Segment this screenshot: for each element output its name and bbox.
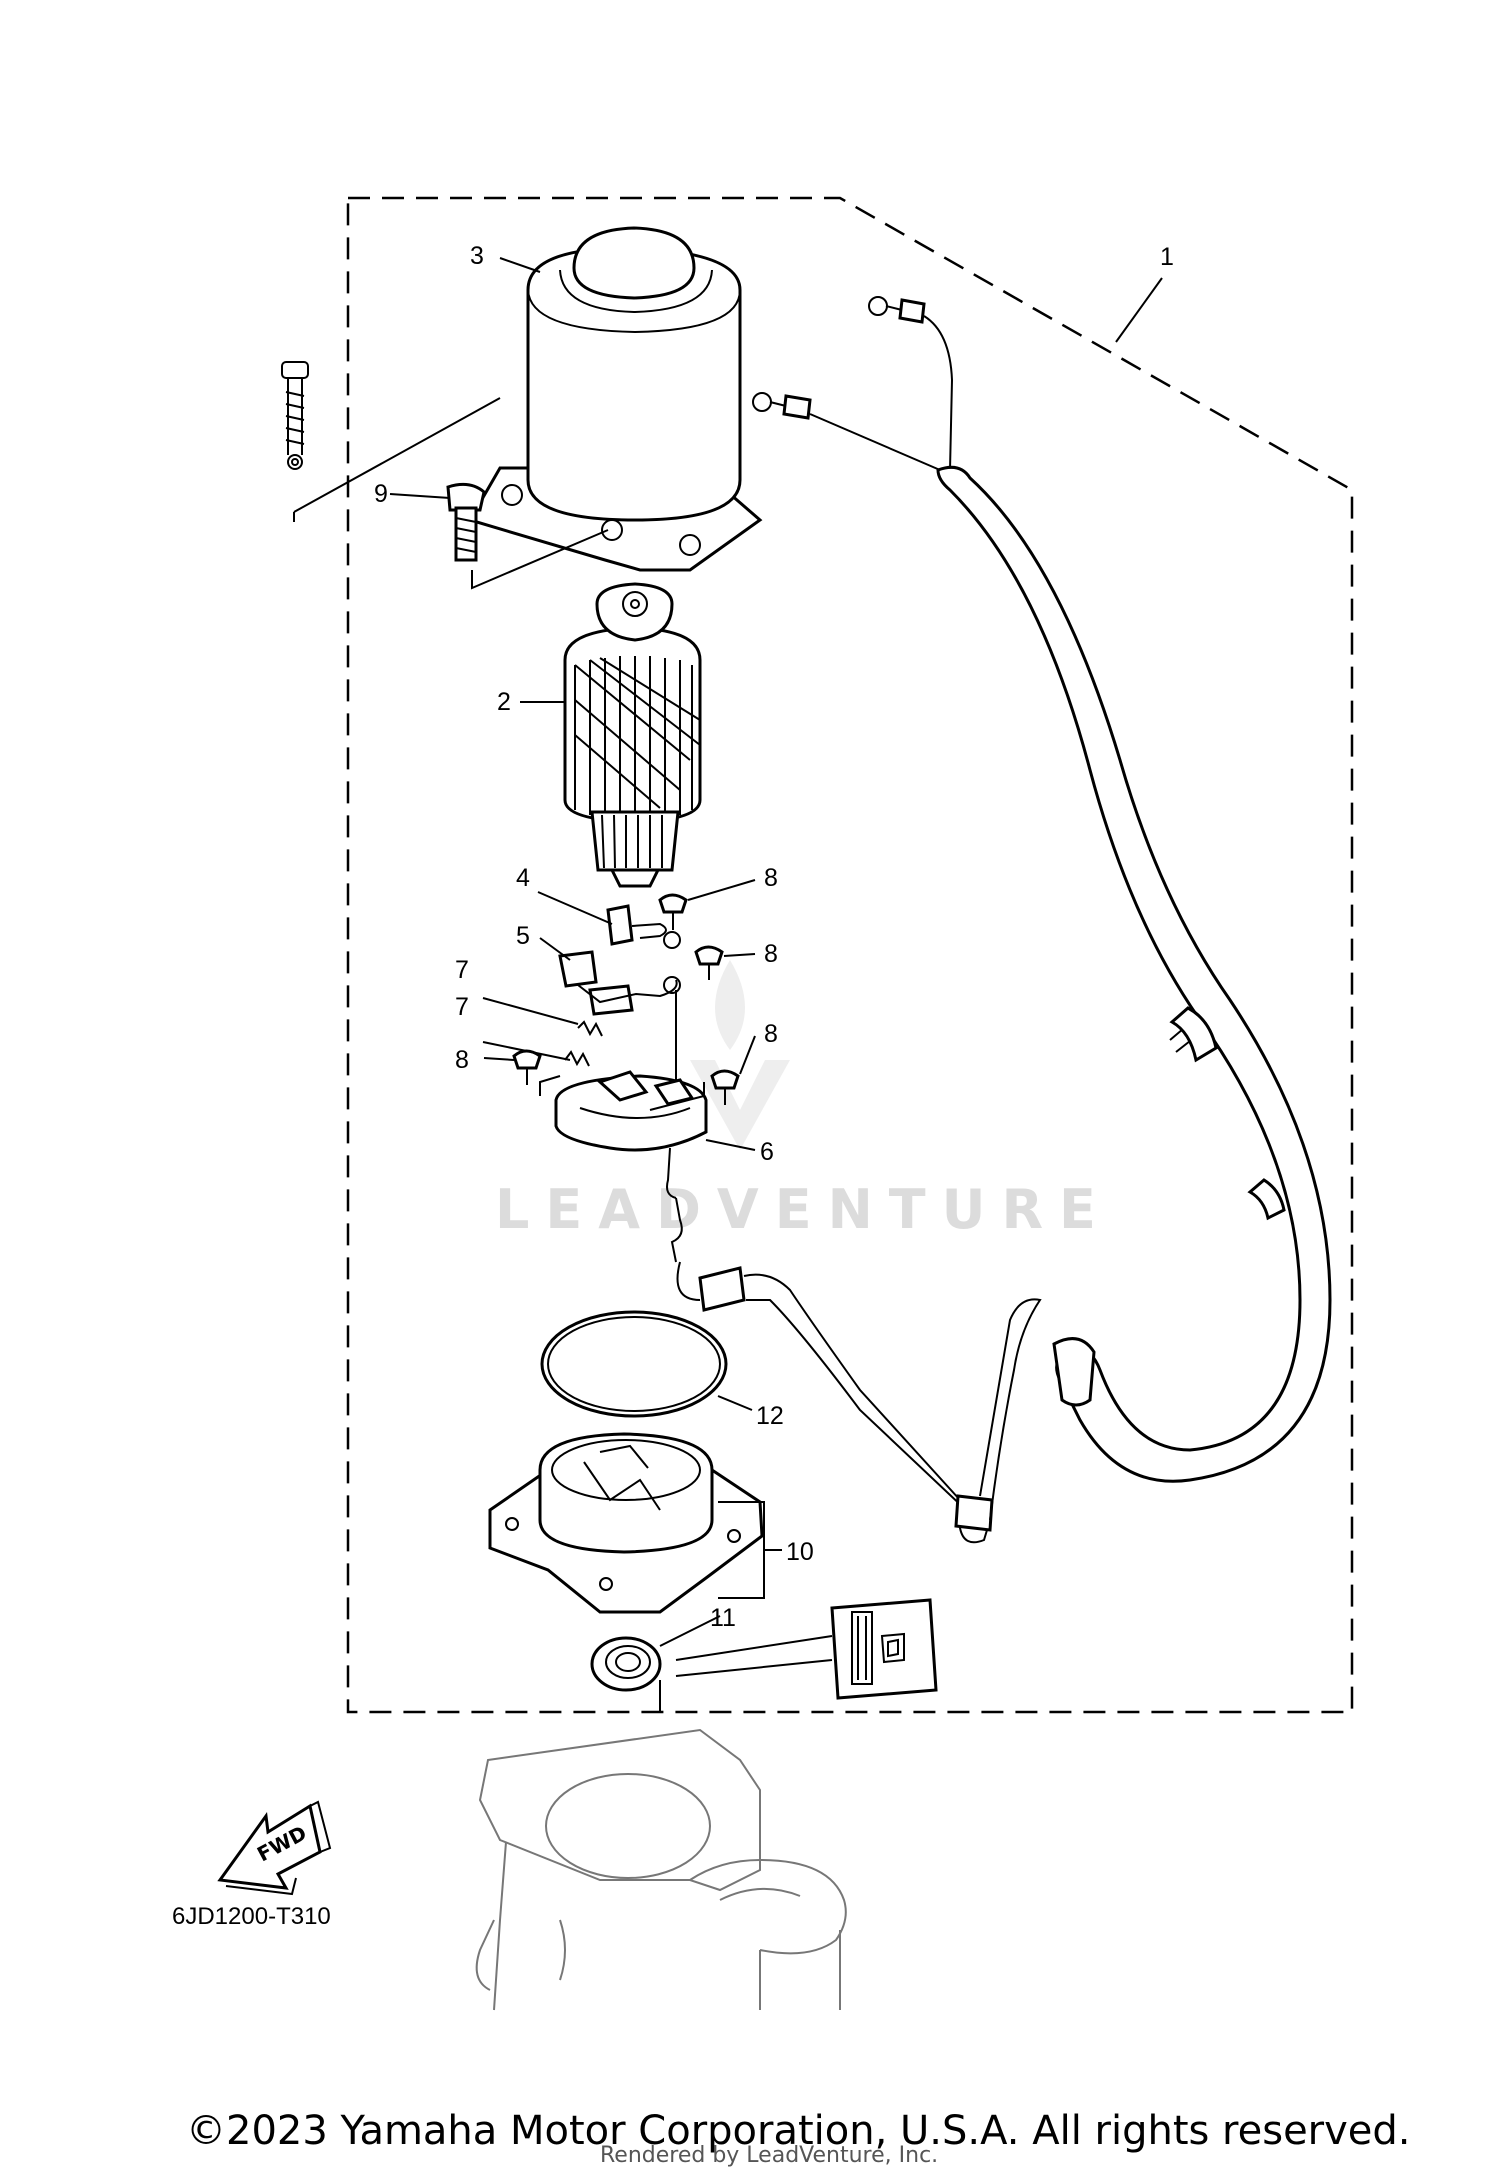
bolt [446, 482, 609, 590]
wiring-harness [676, 296, 1332, 1544]
bearing [590, 1636, 662, 1692]
callout-7a: 7 [455, 956, 469, 984]
callout-10: 10 [786, 1538, 814, 1566]
callout-8d: 8 [764, 1020, 778, 1048]
callout-leaders [389, 257, 1163, 1647]
callout-1: 1 [1160, 243, 1174, 271]
callout-9: 9 [374, 480, 388, 508]
copyright-notice: ©2023 Yamaha Motor Corporation, U.S.A. A… [186, 2108, 1411, 2154]
brush-parts [512, 893, 740, 1110]
callout-7b: 7 [455, 993, 469, 1021]
callout-5: 5 [516, 922, 530, 950]
callout-3: 3 [470, 242, 484, 270]
callout-12: 12 [756, 1402, 784, 1430]
rendered-by-note: Rendered by LeadVenture, Inc. [600, 2143, 939, 2168]
parts-diagram: LEADVENTURE [172, 196, 1354, 2011]
brush-holder [539, 1070, 708, 1263]
callout-8a: 8 [455, 1046, 469, 1074]
o-ring [540, 1310, 728, 1418]
watermark-text: LEADVENTURE [495, 1178, 1112, 1241]
thread-locker-icon [281, 361, 501, 522]
watermark: LEADVENTURE [495, 960, 1112, 1241]
drawing-code: 6JD1200-T310 [172, 1903, 331, 1930]
callout-11: 11 [710, 1604, 736, 1632]
grease-icon [659, 1598, 938, 1712]
engine-outline [475, 1728, 847, 2011]
callout-8b: 8 [764, 864, 778, 892]
assembly-boundary [346, 196, 1354, 1714]
armature [563, 582, 702, 888]
motor-yoke [467, 226, 763, 572]
callout-4: 4 [516, 864, 530, 892]
lower-bracket [488, 1432, 764, 1614]
fwd-arrow-icon: FWD [217, 1800, 332, 1896]
callout-8c: 8 [764, 940, 778, 968]
callout-6: 6 [760, 1138, 774, 1166]
callout-2: 2 [497, 688, 511, 716]
